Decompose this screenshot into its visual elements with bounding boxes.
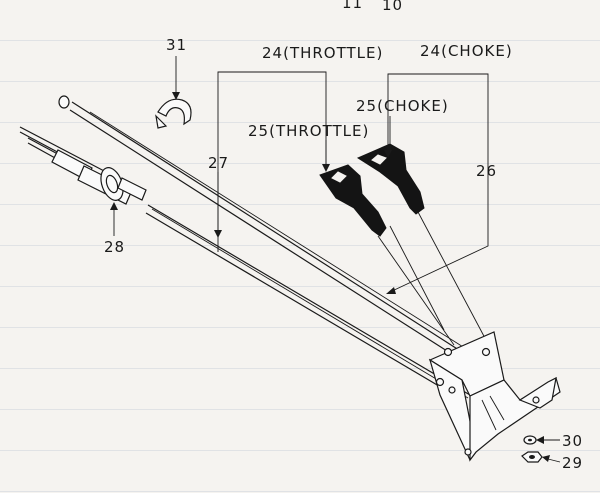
callout-leaders <box>110 56 561 463</box>
lever-choke-part-25 <box>356 143 425 215</box>
callout-29: 29 <box>562 454 583 472</box>
washer-part-30 <box>523 435 537 445</box>
top-number-10: 10 <box>382 0 403 14</box>
callout-24-throttle: 24(THROTTLE) <box>262 44 383 62</box>
callout-25-choke: 25(CHOKE) <box>356 97 449 115</box>
mounting-bracket <box>428 331 561 462</box>
callout-25-throttle: 25(THROTTLE) <box>248 122 369 140</box>
callout-24-choke: 24(CHOKE) <box>420 42 513 60</box>
grommet-part-28 <box>77 165 147 205</box>
clip-part-31 <box>155 98 192 129</box>
callout-27: 27 <box>208 154 229 172</box>
cable-lower-outer-27 <box>145 204 471 403</box>
lever-throttle-part-25 <box>319 164 387 237</box>
callout-26: 26 <box>476 162 497 180</box>
callout-28: 28 <box>104 238 125 256</box>
nut-part-29 <box>521 451 543 463</box>
top-number-11: 11 <box>342 0 363 12</box>
callout-31: 31 <box>166 36 187 54</box>
cable-upper <box>58 95 469 359</box>
callout-30: 30 <box>562 432 583 450</box>
lever-guide-lines <box>377 211 487 346</box>
